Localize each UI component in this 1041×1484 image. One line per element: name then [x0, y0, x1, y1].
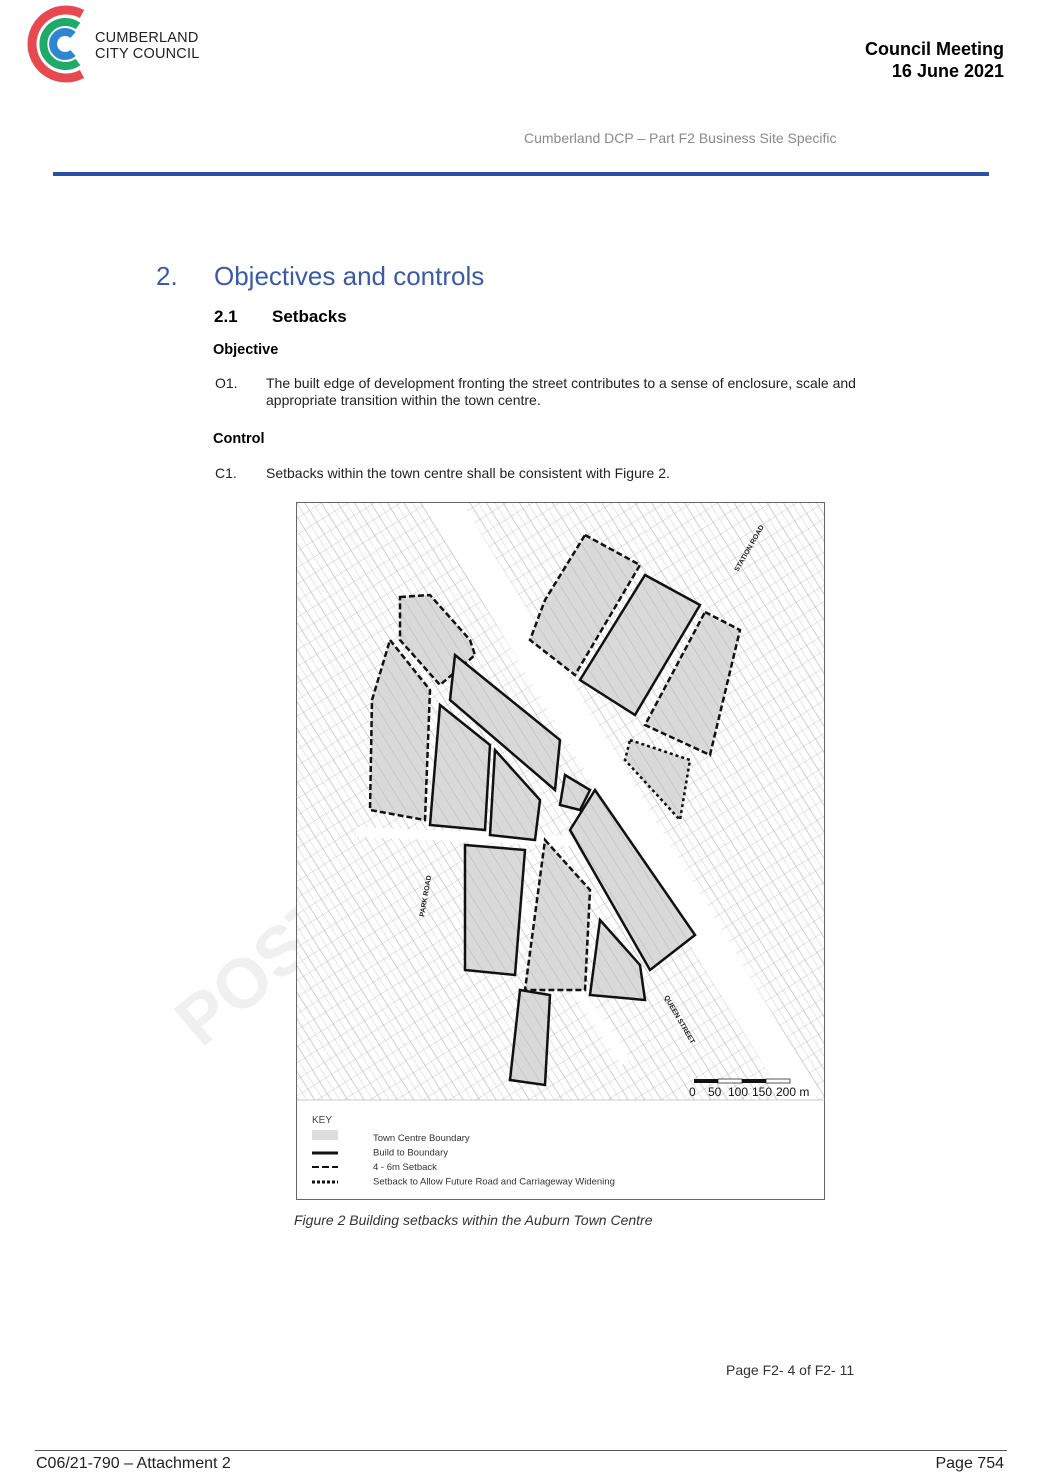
block	[588, 917, 647, 1002]
control-number: C1.	[215, 465, 237, 481]
footer-reference: C06/21-790 – Attachment 2	[36, 1455, 231, 1472]
subsection-title: Setbacks	[272, 307, 347, 326]
section-number: 2.	[156, 261, 178, 291]
objective-text: The built edge of development fronting t…	[266, 375, 856, 408]
logo-blue-arc	[49, 28, 76, 60]
block	[368, 637, 432, 822]
key-item-label: Build to Boundary	[373, 1148, 448, 1159]
scale-bar: 0 50 100 150 200 m	[689, 1078, 809, 1099]
logo-red-arc	[27, 5, 85, 83]
block	[528, 533, 642, 677]
objective-number: O1.	[215, 375, 238, 391]
org-name-line2: CITY COUNCIL	[95, 46, 200, 62]
scale-label: 0	[689, 1085, 696, 1099]
scale-label: 50	[708, 1085, 722, 1099]
control-label: Control	[213, 431, 265, 447]
footer-rule	[35, 1450, 1007, 1451]
block	[578, 573, 702, 717]
key-swatch-boundary	[312, 1130, 338, 1140]
key-title: KEY	[312, 1115, 332, 1126]
block	[558, 772, 592, 812]
map-frame	[296, 502, 825, 1200]
control-text: Setbacks within the town centre shall be…	[266, 465, 670, 481]
objective-label: Objective	[213, 342, 279, 358]
section-title: Objectives and controls	[214, 261, 485, 291]
subsection-number: 2.1	[214, 307, 238, 326]
block	[508, 988, 552, 1087]
block	[643, 610, 742, 757]
header-rule	[53, 172, 989, 176]
council-logo	[27, 5, 85, 83]
block	[623, 738, 692, 823]
document-subtitle: Cumberland DCP – Part F2 Business Site S…	[524, 130, 837, 146]
page-number: Page F2- 4 of F2- 11	[726, 1362, 855, 1378]
key-item-label: Town Centre Boundary	[373, 1133, 470, 1144]
figure-caption: Figure 2 Building setbacks within the Au…	[294, 1212, 653, 1228]
meeting-date: 16 June 2021	[891, 61, 1004, 81]
footer-page: Page 754	[935, 1455, 1004, 1472]
org-name: CUMBERLAND CITY COUNCIL	[95, 30, 199, 62]
block	[448, 652, 562, 793]
block	[523, 837, 592, 992]
railway-corridor	[422, 502, 821, 1111]
key-item-label: Setback to Allow Future Road and Carriag…	[373, 1177, 615, 1188]
meeting-info: Council Meeting 16 June 2021	[865, 38, 1004, 82]
town-centre-blocks	[368, 533, 742, 1087]
key-item-label: 4 - 6m Setback	[373, 1162, 437, 1173]
meeting-title: Council Meeting	[865, 39, 1004, 59]
scale-label: 100	[728, 1085, 748, 1099]
block	[568, 787, 697, 972]
logo-green-arc	[39, 18, 81, 70]
block	[463, 843, 527, 977]
scale-label: 200 m	[776, 1085, 809, 1099]
block	[428, 702, 492, 832]
org-name-line1: CUMBERLAND	[95, 30, 199, 46]
block	[488, 746, 542, 842]
scale-label: 150	[752, 1085, 772, 1099]
